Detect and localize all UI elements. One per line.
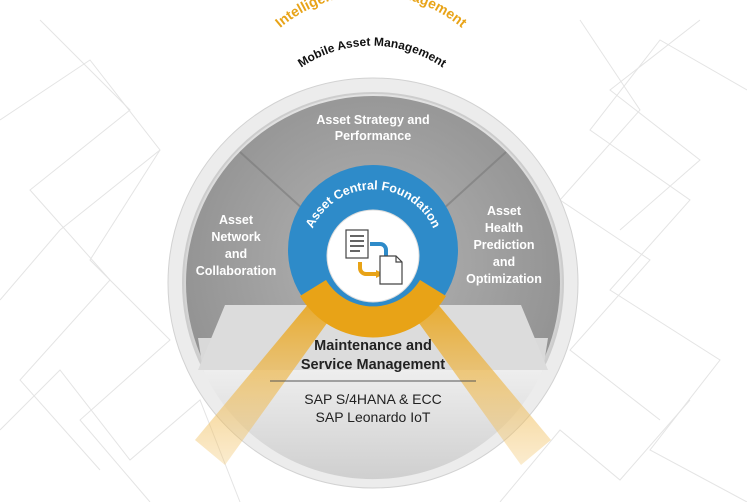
intelligent-asset-title: Intelligent Asset Management	[272, 0, 470, 31]
center-disc	[326, 209, 420, 303]
segment-right-label: Asset Health Prediction and Optimization	[466, 204, 542, 286]
right-beam	[406, 290, 551, 465]
svg-text:Asset: Asset	[487, 204, 522, 218]
svg-text:SAP Leonardo IoT: SAP Leonardo IoT	[316, 409, 431, 425]
mobile-asset-title: Mobile Asset Management	[295, 35, 449, 71]
svg-text:Optimization: Optimization	[466, 272, 542, 286]
svg-text:Collaboration: Collaboration	[196, 264, 277, 278]
svg-text:Maintenance and: Maintenance and	[314, 338, 432, 354]
center-ring-orange-arc	[300, 280, 446, 338]
base-section	[203, 370, 543, 480]
segment-left-label: Asset Network and Collaboration	[196, 213, 277, 278]
base-labels: SAP S/4HANA & ECC SAP Leonardo IoT	[304, 391, 441, 425]
svg-text:Prediction: Prediction	[473, 238, 534, 252]
segment-top-label: Asset Strategy and Performance	[316, 113, 429, 143]
svg-text:Health: Health	[485, 221, 523, 235]
svg-text:Network: Network	[211, 230, 260, 244]
document-transfer-icon	[345, 229, 403, 285]
segment-bottom-label: Maintenance and Service Management	[301, 338, 445, 373]
svg-text:SAP S/4HANA & ECC: SAP S/4HANA & ECC	[304, 391, 441, 407]
svg-text:Asset: Asset	[219, 213, 254, 227]
svg-text:Asset Strategy and: Asset Strategy and	[316, 113, 429, 127]
svg-text:Service Management: Service Management	[301, 357, 445, 373]
svg-text:and: and	[225, 247, 247, 261]
left-beam	[195, 290, 340, 465]
svg-text:Performance: Performance	[335, 129, 411, 143]
svg-text:and: and	[493, 255, 515, 269]
background-mesh	[0, 19, 747, 502]
